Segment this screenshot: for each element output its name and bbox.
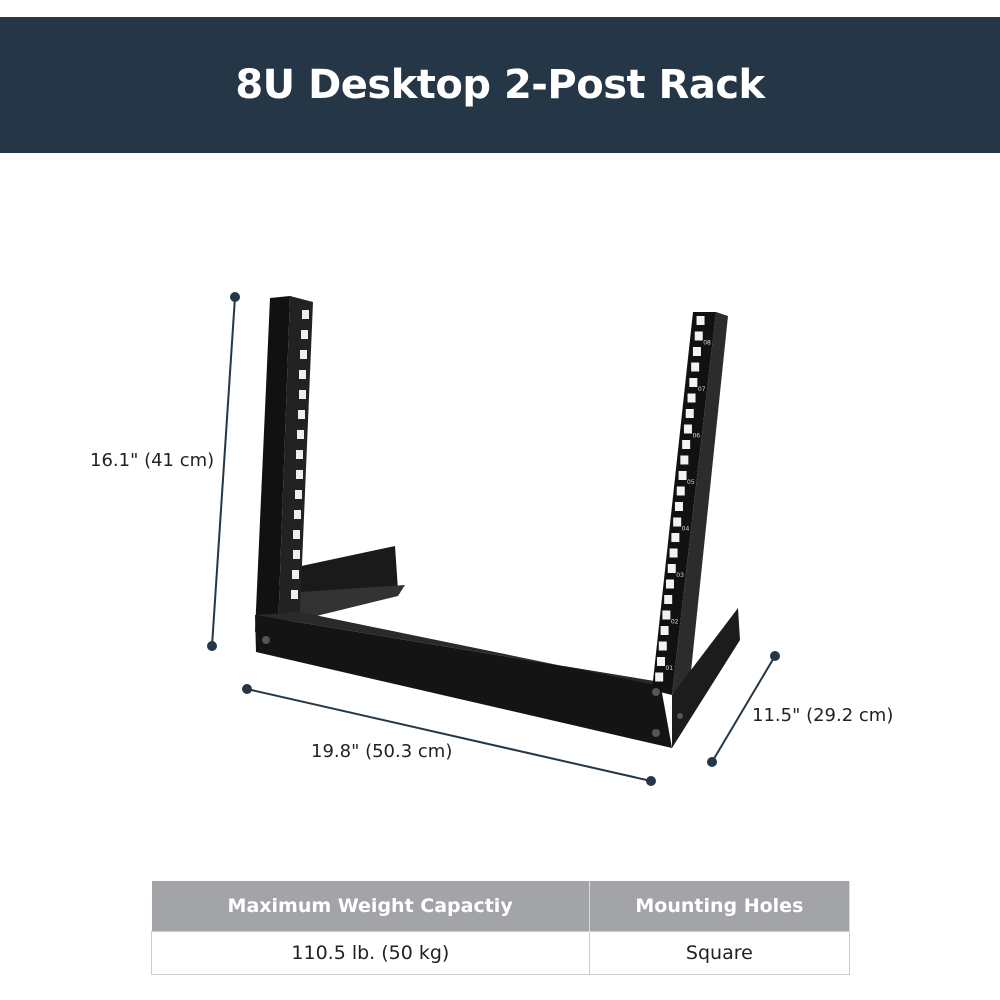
rack-unit-label: 02 — [671, 619, 679, 626]
dimension-lines — [207, 292, 780, 786]
mounting-hole — [674, 502, 683, 511]
mounting-hole — [680, 455, 689, 465]
rack-unit-label: 04 — [682, 526, 690, 533]
mounting-hole — [685, 409, 694, 418]
mounting-hole — [687, 393, 696, 403]
mounting-hole — [689, 378, 698, 387]
mounting-hole — [676, 486, 685, 496]
page-title: 8U Desktop 2-Post Rack — [235, 62, 765, 108]
rack-unit-label: 07 — [698, 386, 706, 393]
mounting-hole — [694, 331, 703, 341]
mounting-hole — [696, 316, 705, 325]
mounting-hole — [683, 424, 692, 434]
rack-left-post — [255, 296, 290, 632]
mounting-hole — [682, 440, 691, 449]
width-dimension-label: 19.8" (50.3 cm) — [311, 741, 453, 762]
spec-value-weight: 110.5 lb. (50 kg) — [151, 931, 590, 975]
mounting-hole — [662, 610, 671, 620]
mounting-hole — [691, 362, 700, 372]
rack-base-front — [255, 615, 672, 748]
depth-dimension-label: 11.5" (29.2 cm) — [752, 705, 894, 726]
rack-unit-label: 06 — [692, 433, 700, 440]
mounting-hole — [692, 347, 701, 356]
rack-side-flange — [672, 608, 740, 748]
specs-table: Maximum Weight Capactiy Mounting Holes 1… — [151, 881, 851, 975]
specs-header-row: Maximum Weight Capactiy Mounting Holes — [151, 881, 851, 932]
spec-header-weight: Maximum Weight Capactiy — [151, 881, 590, 932]
right-post-holes — [655, 316, 705, 682]
mounting-hole — [665, 579, 674, 589]
mounting-hole — [658, 641, 667, 651]
rack-unit-labels: 01 02 03 04 05 06 07 08 — [665, 340, 711, 673]
mounting-hole — [669, 548, 678, 558]
mounting-hole — [655, 672, 664, 682]
left-post-holes — [291, 310, 309, 599]
mounting-hole — [678, 471, 687, 480]
mounting-hole — [671, 533, 680, 542]
rack-unit-label: 08 — [703, 340, 711, 347]
height-dimension-label: 16.1" (41 cm) — [90, 450, 215, 471]
spec-header-holes: Mounting Holes — [589, 881, 851, 932]
specs-value-row: 110.5 lb. (50 kg) Square — [151, 931, 851, 975]
mounting-hole — [656, 657, 665, 666]
rack-unit-label: 01 — [665, 665, 673, 672]
title-banner: 8U Desktop 2-Post Rack — [0, 17, 1000, 153]
rack-unit-label: 05 — [687, 479, 695, 486]
mounting-hole — [664, 595, 673, 604]
spec-value-holes: Square — [588, 931, 851, 975]
mounting-hole — [660, 626, 669, 635]
mounting-hole — [673, 517, 682, 527]
mounting-hole — [667, 564, 676, 573]
rack-unit-label: 03 — [676, 572, 684, 579]
